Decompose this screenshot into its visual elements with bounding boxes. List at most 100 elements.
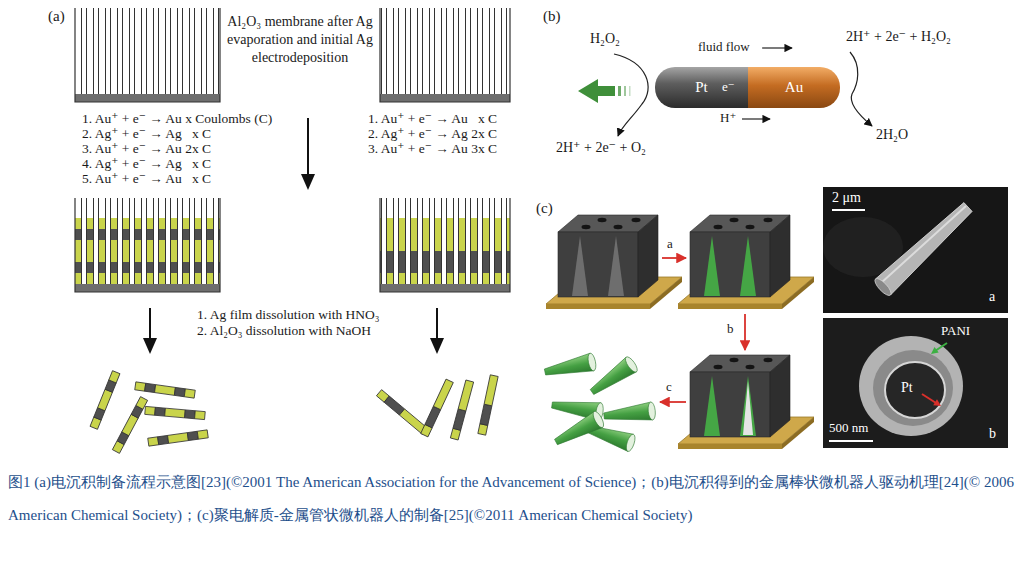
microtube-image	[876, 203, 973, 295]
flow-label: fluid flow	[698, 40, 750, 55]
nanorod	[478, 375, 498, 435]
nanorod	[145, 406, 205, 419]
arrow-shaft	[149, 308, 151, 340]
arrow-shaft	[307, 118, 309, 176]
silver-layer	[380, 94, 510, 102]
silver-layer	[380, 284, 510, 292]
membrane-outline	[380, 198, 510, 292]
arrow-head	[143, 338, 157, 354]
polymer-wall	[873, 350, 953, 426]
membrane-block	[690, 355, 790, 437]
tube-lumen	[885, 362, 945, 418]
membrane-note: Al₂O₃ membrane after Ag evaporation and …	[225, 13, 375, 67]
nanorod	[376, 390, 427, 435]
nanorod	[450, 380, 473, 440]
process-arrow	[143, 308, 157, 354]
silver-segment	[75, 229, 220, 240]
microtube	[603, 402, 656, 425]
striped-nanorods	[90, 371, 208, 454]
scale-label: 500 nm	[829, 421, 868, 436]
panel-letter: (a)	[48, 8, 65, 25]
reaction-curve	[850, 52, 872, 126]
microtube	[552, 410, 606, 450]
arrow-head	[301, 174, 315, 190]
step-text: 5. Au⁺ + e⁻ → Au x C	[82, 171, 211, 186]
microtube	[587, 355, 640, 399]
segment-label: Au	[785, 79, 803, 96]
conical-pore	[608, 236, 624, 296]
step-text: 2. Ag⁺ + e⁻ → Ag 2x C	[368, 126, 497, 141]
sem-ground	[823, 318, 1008, 448]
nanorod	[148, 430, 209, 446]
scale-bar	[829, 440, 873, 442]
flow-arrow	[762, 47, 792, 48]
panel-letter: (c)	[536, 200, 553, 217]
nanorod	[90, 371, 120, 430]
microtube	[543, 352, 597, 380]
nanorod	[135, 382, 196, 398]
silver-segment	[75, 262, 220, 273]
filled-membrane	[380, 198, 510, 292]
material-label: PANI	[941, 324, 970, 339]
silver-layer	[75, 94, 220, 102]
platinum-layer	[743, 381, 753, 435]
arrow-shaft	[436, 308, 438, 340]
step-arrow	[662, 257, 686, 259]
arrow-head	[430, 338, 444, 354]
image-letter: a	[989, 289, 995, 305]
gold-segment	[75, 240, 220, 262]
electron-label: e⁻	[722, 80, 735, 95]
silver-segment	[380, 251, 510, 273]
motion-arrow	[578, 79, 631, 103]
step-arrow	[744, 314, 746, 350]
reaction-label: 2H⁺ + 2e⁻ + H₂O₂	[846, 29, 951, 45]
sem-ground	[823, 187, 1008, 313]
reaction-label: 2H⁺ + 2e⁻ + O₂	[556, 140, 646, 156]
sem-image: 2 μm a	[823, 187, 1008, 313]
gold-segment	[380, 273, 510, 284]
gold-segment	[380, 218, 510, 251]
segment-label: Pt	[695, 79, 708, 96]
proton-label: H⁺	[720, 111, 736, 126]
polymer-cone	[704, 376, 720, 436]
tube-body	[859, 336, 963, 436]
sem-image: PANI Pt 500 nm b	[823, 318, 1008, 448]
image-letter: b	[989, 426, 996, 442]
membrane-outline	[75, 198, 220, 292]
polymer-cone	[740, 376, 756, 436]
step-text: 2. Ag⁺ + e⁻ → Ag x C	[82, 126, 211, 141]
arrow-stripe	[618, 86, 621, 96]
tubular-microengines	[543, 352, 656, 452]
arrow-stripe	[629, 86, 631, 96]
reactant-label: H₂O₂	[590, 31, 620, 47]
step-text: 3. Au⁺ + e⁻ → Au 3x C	[368, 141, 497, 156]
template-block	[546, 215, 682, 309]
step-text: 1. Au⁺ + e⁻ → Au x Coulombs (C)	[82, 111, 272, 126]
step-arrow	[660, 401, 686, 403]
template-block	[678, 215, 814, 309]
step-text: 1. Au⁺ + e⁻ → Au x C	[368, 111, 497, 126]
scale-label: 2 μm	[832, 190, 861, 206]
arrow-stripe	[624, 86, 626, 96]
polymer-cone	[704, 236, 720, 296]
step-letter: b	[727, 322, 734, 337]
material-label: Pt	[901, 380, 913, 396]
membrane-pores	[380, 198, 510, 284]
membrane-block	[690, 215, 790, 297]
pointer-arrow	[935, 343, 947, 351]
reaction-curve	[614, 54, 648, 136]
proton-arrow	[742, 118, 770, 119]
striped-nanorods	[376, 375, 498, 440]
alumina-membrane	[380, 8, 510, 102]
membrane-block	[558, 215, 658, 297]
alumina-membrane	[75, 8, 220, 102]
membrane-pores	[380, 8, 510, 94]
pointer-head	[933, 399, 941, 406]
membrane-pores	[75, 8, 220, 94]
tube-opening	[873, 276, 894, 297]
product-label: 2H₂O	[876, 127, 908, 143]
silver-layer	[75, 284, 220, 292]
template-block	[678, 355, 814, 449]
gold-segment	[75, 218, 220, 229]
